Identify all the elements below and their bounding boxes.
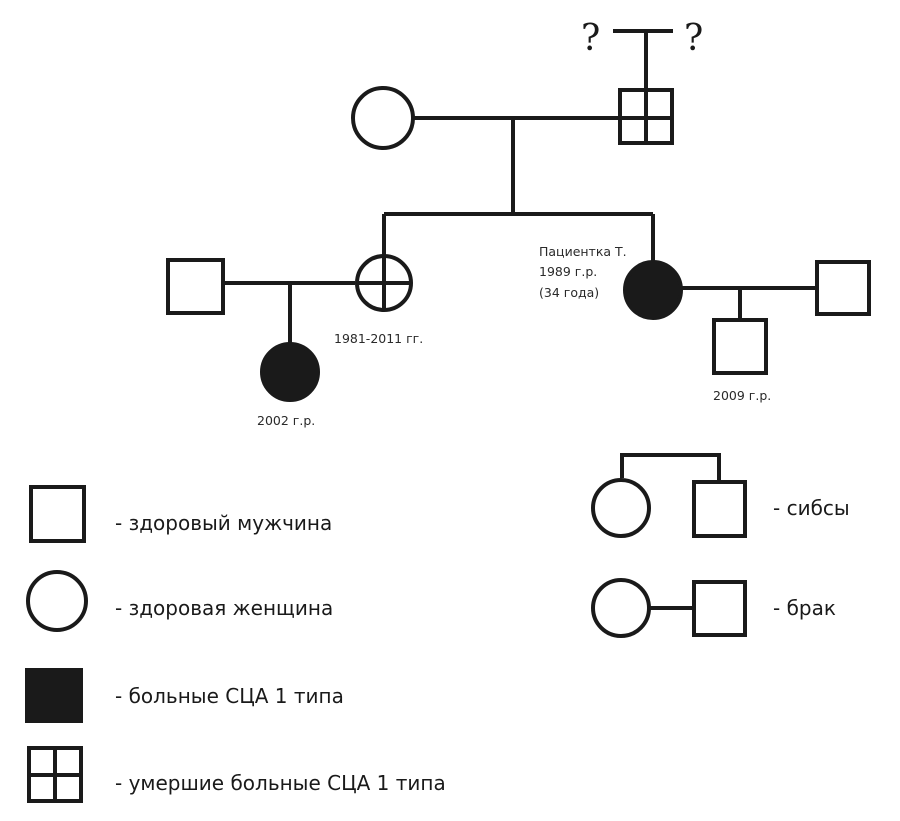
legend-item-healthy-female: - здоровая женщина	[26, 570, 333, 632]
legend-healthy-female-label: - здоровая женщина	[115, 596, 333, 620]
niece-birth-label: 2002 г.р.	[257, 413, 315, 428]
legend-item-marriage: - брак	[591, 578, 836, 638]
legend-item-deceased-affected: - умершие больные СЦА 1 типа	[27, 746, 446, 803]
sister-lifespan-label: 1981-2011 гг.	[334, 331, 423, 346]
legend-marriage-icon	[591, 578, 747, 638]
legend-item-healthy-male: - здоровый мужчина	[29, 485, 332, 543]
unknown-grandparent-right-mark: ?	[684, 18, 703, 59]
proband-name-label: Пациентка Т.	[539, 244, 627, 259]
niece-affected-female	[260, 342, 320, 402]
sister-spouse-healthy-male	[166, 258, 225, 315]
legend-healthy-male-label: - здоровый мужчина	[115, 511, 332, 535]
proband-spouse-healthy-male	[815, 260, 871, 316]
legend-deceased-affected-label: - умершие больные СЦА 1 типа	[115, 771, 446, 795]
mother-healthy-female	[351, 86, 415, 150]
sister-deceased-affected-female	[355, 254, 413, 312]
son-healthy-male	[712, 318, 768, 375]
unknown-grandparent-left-mark: ?	[581, 18, 600, 59]
father-deceased-affected-male	[618, 88, 674, 145]
proband-birth-label: 1989 г.р.	[539, 264, 597, 279]
proband-age-label: (34 года)	[539, 285, 599, 300]
legend-healthy-male-icon	[29, 485, 86, 543]
legend-item-affected: - больные СЦА 1 типа	[25, 668, 344, 723]
proband-affected-female	[623, 260, 683, 320]
legend-item-siblings: - сибсы	[591, 453, 850, 538]
legend-healthy-female-icon	[26, 570, 88, 632]
legend-affected-label: - больные СЦА 1 типа	[115, 684, 344, 708]
legend: - здоровый мужчина - здоровая женщина - …	[25, 453, 850, 803]
legend-marriage-label: - брак	[773, 596, 836, 620]
legend-deceased-affected-icon	[27, 746, 83, 803]
son-birth-label: 2009 г.р.	[713, 388, 771, 403]
legend-affected-icon	[25, 668, 83, 723]
legend-siblings-icon	[591, 453, 747, 538]
legend-siblings-label: - сибсы	[773, 496, 850, 520]
